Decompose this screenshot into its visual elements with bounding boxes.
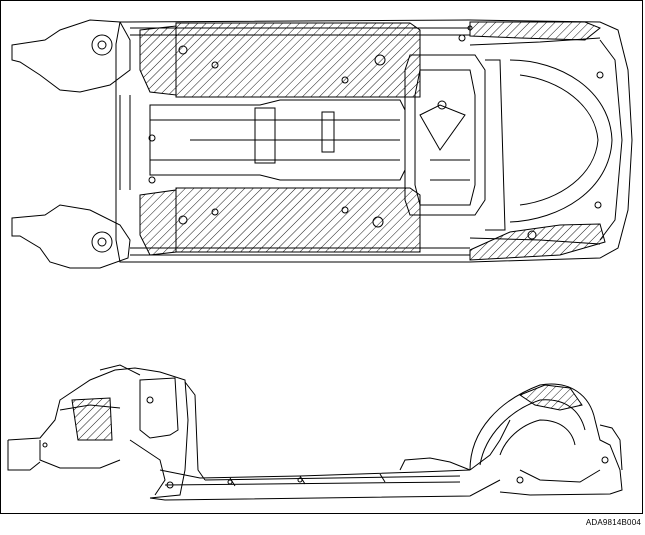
hatched-front-left: [139, 25, 177, 96]
rear-panel: [599, 39, 623, 241]
rear-panel: [599, 424, 623, 471]
spare-tire-well: [414, 69, 476, 206]
dash-panel: [184, 381, 206, 481]
hatched-rear-corner-lower: [469, 223, 606, 261]
bottom-view: [11, 19, 633, 269]
strut-tower: [139, 377, 179, 439]
strut-mount-lower: [91, 231, 113, 253]
rear-frame-upper: [469, 37, 601, 46]
hatched-rear-corner-upper: [469, 21, 601, 41]
strut-mount-upper-inner: [97, 40, 107, 50]
tunnel-bracket: [254, 107, 276, 164]
strut-mount-upper: [91, 34, 113, 56]
front-frame-upper: [11, 19, 131, 93]
front-frame-lower: [11, 204, 131, 269]
strut-mount-lower-inner: [97, 237, 107, 247]
floor-line: [204, 475, 461, 481]
side-sill: [149, 479, 501, 501]
rear-floor-pan: [404, 54, 486, 216]
hatched-floor-panel-upper: [175, 22, 421, 98]
bolt-holes: [148, 25, 604, 240]
rear-frame-lower: [469, 237, 601, 245]
hatched-front-apron: [71, 397, 113, 441]
rear-kickup: [399, 457, 471, 471]
rear-wheel-well: [509, 59, 613, 223]
underbody-outline: [115, 19, 633, 263]
hatched-floor-panel-lower: [175, 187, 421, 253]
figure-code: ADA9814B004: [585, 518, 641, 527]
hatched-front-right: [139, 189, 177, 256]
front-apron: [7, 367, 189, 499]
rear-wheelhouse: [469, 383, 623, 496]
hatched-rear-wheelhouse: [518, 384, 583, 411]
side-bolt-holes: [42, 396, 609, 489]
side-view: [7, 364, 623, 501]
